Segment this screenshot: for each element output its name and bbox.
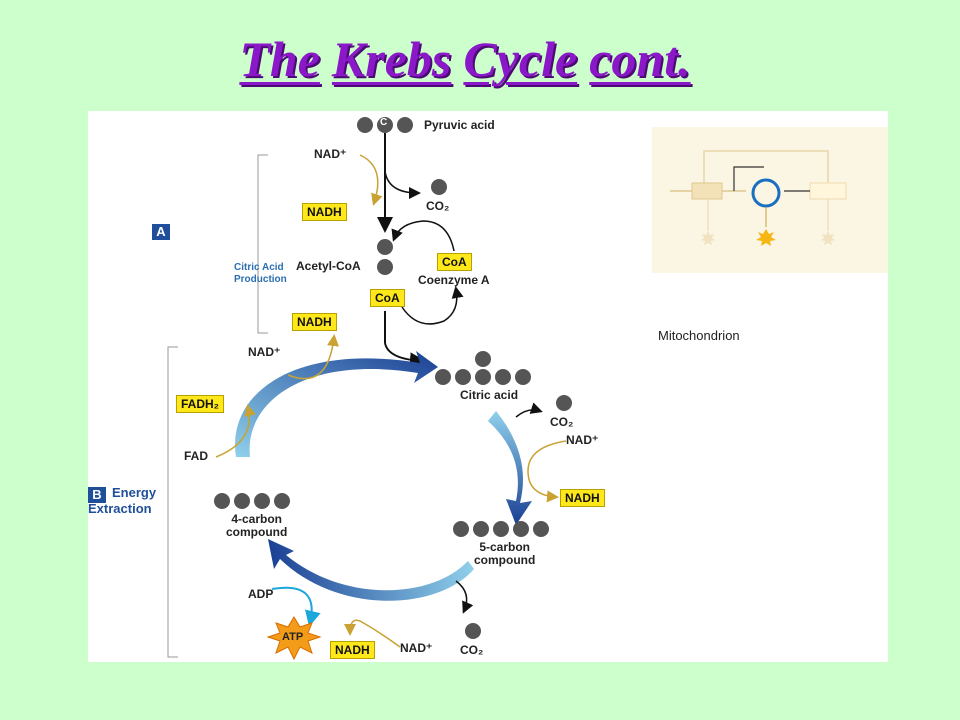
co2-label-1: CO₂ [426,199,450,213]
acetyl-coa-label: Acetyl-CoA [296,259,361,273]
nad-label-4: NAD⁺ [400,641,433,655]
fad-label: FAD [184,449,208,463]
coa-box-1: CoA [437,253,472,271]
co2-release-arrow-2 [515,402,543,418]
pyruvic-acid-label: Pyruvic acid [424,118,495,132]
title-word-4: cont. [589,31,691,87]
nadh-arrow-3 [527,440,567,503]
cycle-arrow-right [488,411,532,525]
mitochondrion-inset [652,127,888,273]
coa-enter-arrow [384,342,426,369]
nadh-box-1: NADH [302,203,347,221]
nadh-arrow-2 [287,334,339,380]
carbon-label: C [380,117,388,128]
atp-arrow [271,586,321,627]
nad-label-2: NAD⁺ [248,345,281,359]
title-word-1: The [239,31,320,87]
bracket-b [167,346,178,658]
nadh-box-4: NADH [330,641,375,659]
krebs-diagram: A Citric Acid Production B Energy Extrac… [88,111,888,662]
section-a-label: Citric Acid Production [234,262,287,285]
nadh-box-3: NADH [560,489,605,507]
bracket-a [257,154,268,334]
diagram-graphics [167,117,572,661]
nadh-arrow-1 [359,154,383,206]
title-word-2: Krebs [331,31,452,87]
coa-box-2: CoA [370,289,405,307]
mitochondrion-label: Mitochondrion [658,328,740,343]
coenzyme-a-label: Coenzyme A [418,273,490,287]
fadh2-arrow [215,404,256,458]
nad-label-1: NAD⁺ [314,147,347,161]
co2-label-3: CO₂ [460,643,484,657]
atp-starburst [266,616,322,661]
title-word-3: Cycle [463,31,578,87]
atp-label: ATP [282,631,304,643]
nadh-arrow-4 [344,619,401,648]
four-carbon-label: 4-carbon compound [226,512,288,539]
nad-label-3: NAD⁺ [566,433,599,447]
section-a-tag: A [152,224,170,240]
co2-label-2: CO₂ [550,415,574,429]
inset-graphic [652,127,888,273]
adp-label: ADP [248,587,274,601]
five-carbon-label: 5-carbon compound [474,540,536,567]
section-b-label: Energy Extraction [88,485,157,516]
coenzyme-loop-top [391,220,455,252]
section-b-tag: B [88,487,106,503]
nadh-box-2: NADH [292,313,337,331]
coenzyme-loop-bottom [401,286,464,325]
cycle-arrow-top [235,351,438,457]
cycle-arrow-bottom [268,539,474,601]
fadh2-box: FADH₂ [176,395,224,413]
co2-release-arrow-1 [384,170,421,199]
citric-acid-label: Citric acid [460,388,519,402]
carbon-atoms [214,117,572,639]
co2-release-arrow-3 [455,580,474,614]
